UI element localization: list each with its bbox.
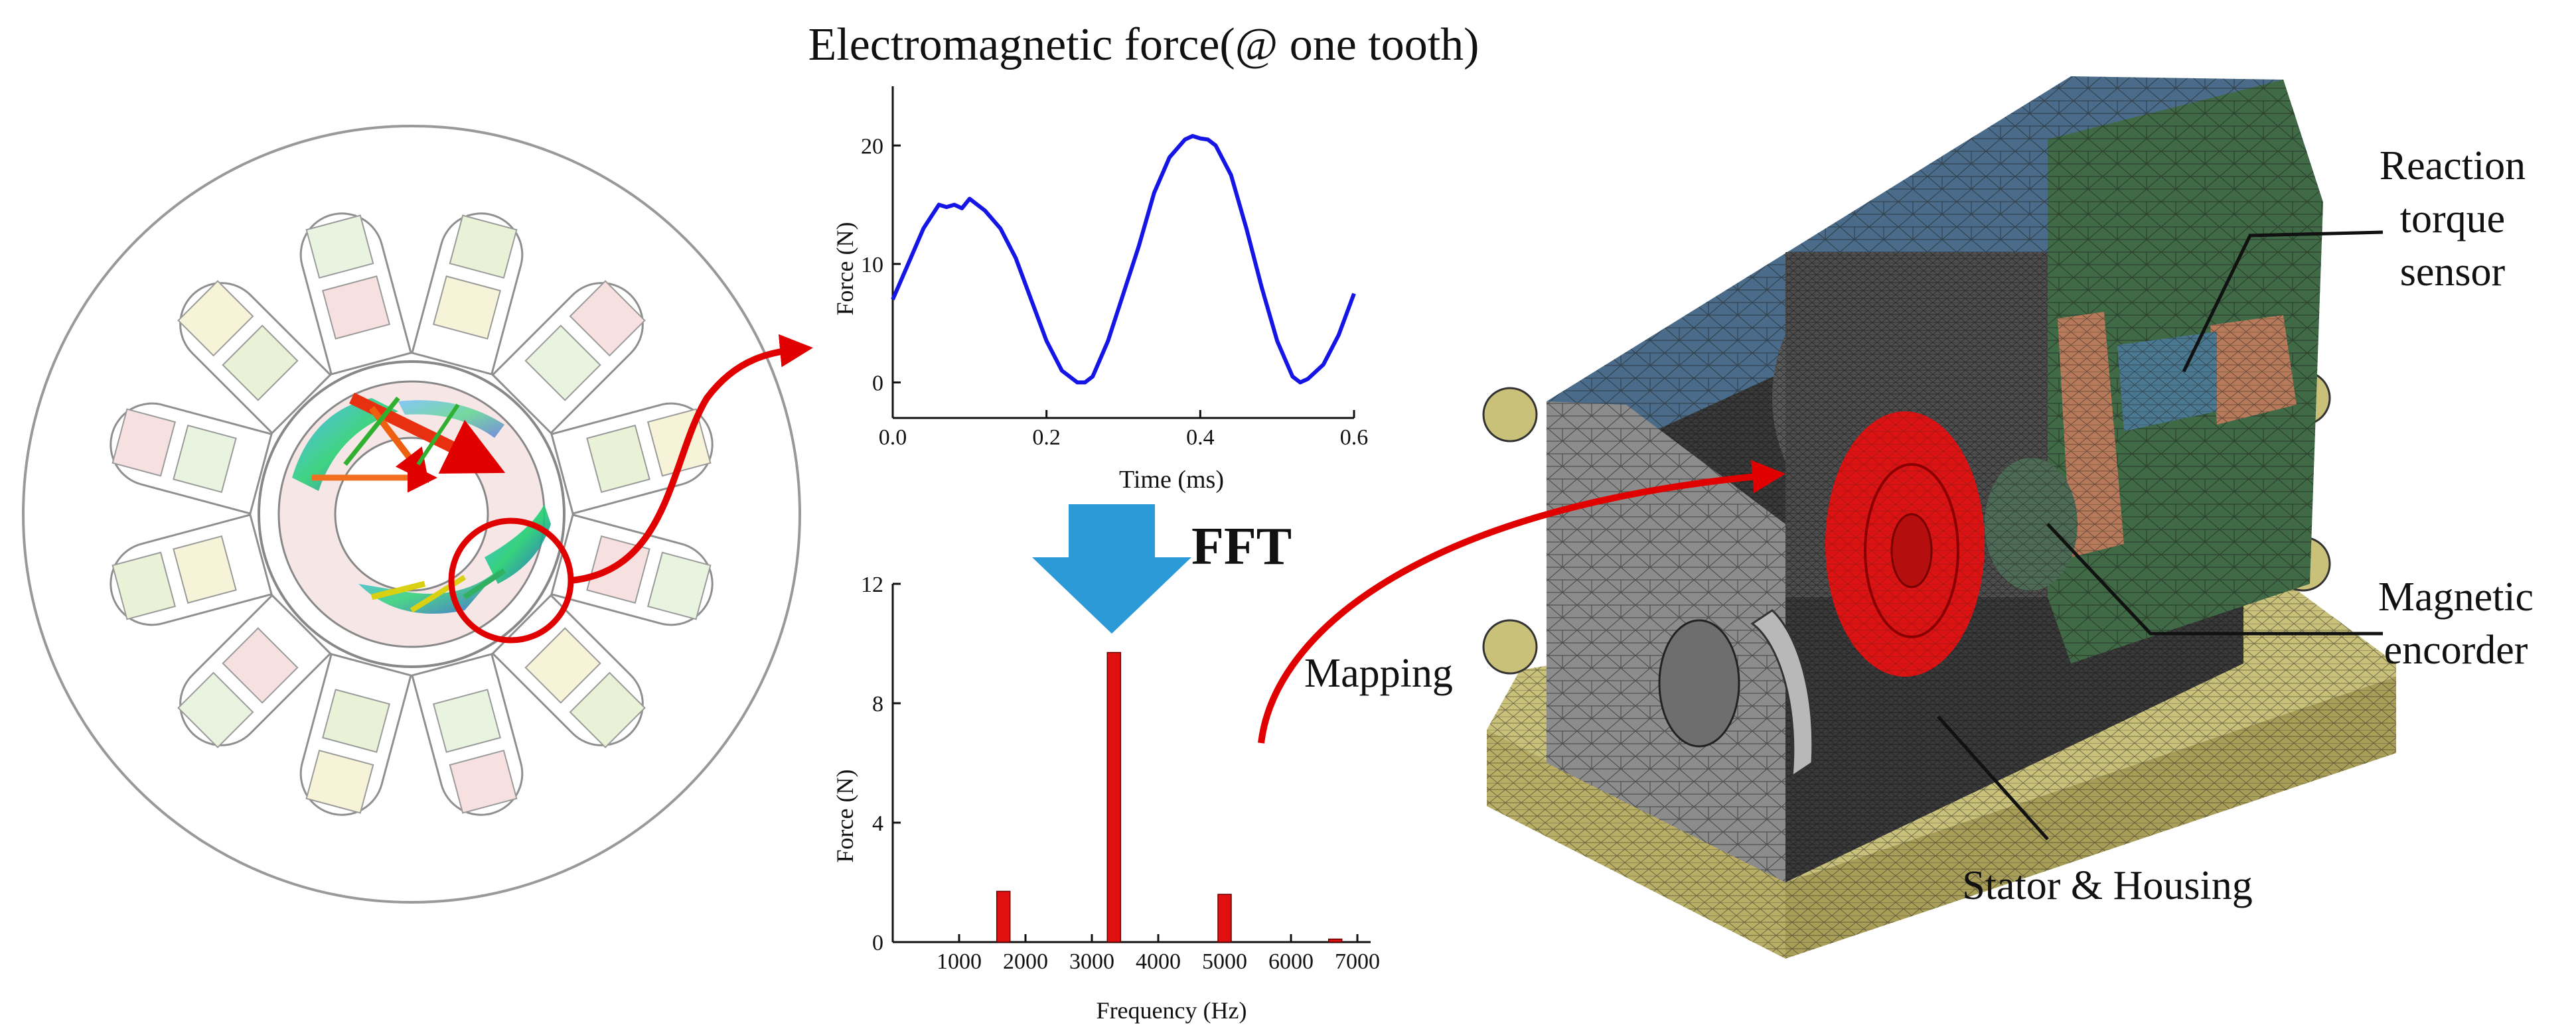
coil-inner [222,324,299,401]
coil-inner [432,689,501,753]
x-tick-label: 0.0 [879,425,907,450]
reaction-label-1: Reaction [2380,143,2526,188]
reaction-label-3: sensor [2400,249,2506,295]
coil-inner [322,275,391,340]
encoder-label-2: encorder [2384,628,2528,673]
x-tick-label: 2000 [1003,949,1048,974]
coil-outer [112,408,177,477]
fft-bar [996,890,1011,943]
bolt-left-top [1482,387,1538,443]
bolt-left-bottom [1482,619,1538,675]
reaction-leader [2182,230,2384,373]
x-tick-label: 0.6 [1340,425,1369,450]
coil-inner [524,324,601,401]
bearing-disk [1750,609,1814,778]
encoder-leader [2046,523,2383,636]
stator-leader [1937,715,2049,841]
y-tick-label: 4 [872,811,883,836]
fft-bar [1217,894,1232,943]
y-tick-label: 0 [872,931,883,955]
coil-inner [173,535,237,604]
coil-inner [432,275,501,340]
x-tick-label: 0.2 [1032,425,1061,450]
y-tick-label: 20 [861,134,883,159]
coil-outer [449,214,518,279]
stator-coil-pair [524,280,646,401]
x-tick-label: 0.4 [1186,425,1215,450]
encoder-label-1: Magnetic [2378,575,2534,620]
coil-inner [322,689,391,753]
coil-outer [305,749,374,814]
coil-outer [177,280,254,357]
stator-coil-pair [432,214,518,340]
mapping-label: Mapping [1304,651,1453,696]
x-tick-label: 5000 [1202,949,1247,974]
coil-outer [646,551,712,620]
coil-inner [586,425,650,494]
fft-label: FFT [1191,517,1292,576]
y-tick-label: 10 [861,253,883,277]
stator-coils [112,214,712,814]
flux-field-vectors [292,392,551,614]
stator-coil-pair [177,280,299,401]
coil-outer [449,749,518,814]
motor-cross-section [22,125,801,904]
fe-mesh-model [1482,76,2396,959]
connector-arrow-to-chart [570,334,813,584]
time-chart-xlabel: Time (ms) [1119,466,1224,494]
stator-coil-pair [112,408,237,494]
force-curve-series [891,134,1356,385]
fft-bar [1327,938,1343,943]
y-tick-label: 12 [861,573,883,597]
reaction-label-2: torque [2400,196,2505,241]
freq-chart-xlabel: Frequency (Hz) [1097,997,1247,1024]
x-tick-label: 3000 [1069,949,1114,974]
x-tick-label: 7000 [1335,949,1380,974]
mapping-arrow [1258,460,1785,744]
coil-outer [112,551,177,620]
freq-chart-ylabel: Force (N) [832,770,858,863]
front-shaft-hole [1658,619,1740,748]
fft-down-arrow [1032,504,1191,634]
coil-inner [173,425,237,494]
time-force-chart: 0.0 0.2 0.4 0.6 0 10 20 [861,86,1368,450]
coil-outer [305,214,374,279]
stator-coil-pair [305,214,391,340]
y-tick-label: 8 [872,692,883,717]
coil-outer [177,671,254,748]
stator-coil-pair [524,627,646,748]
stator-coil-pair [112,535,237,620]
coil-outer [569,671,646,748]
stator-coil-pair [432,689,518,814]
x-tick-label: 4000 [1136,949,1181,974]
y-tick-label: 0 [872,371,883,395]
x-tick-label: 1000 [937,949,982,974]
stator-coil-pair [305,689,391,814]
x-tick-label: 6000 [1268,949,1314,974]
coil-outer [569,280,646,357]
coil-inner [222,627,299,704]
stator-label: Stator & Housing [1962,863,2252,908]
time-chart-ylabel: Force (N) [832,222,858,316]
fft-bar [1106,652,1122,943]
stator-coil-pair [177,627,299,748]
frequency-force-chart: 1000 2000 3000 4000 5000 6000 7000 0 4 8 12 [861,573,1380,974]
coil-inner [524,627,601,704]
time-chart-title: Electromagnetic force(@ one tooth) [808,19,1479,70]
